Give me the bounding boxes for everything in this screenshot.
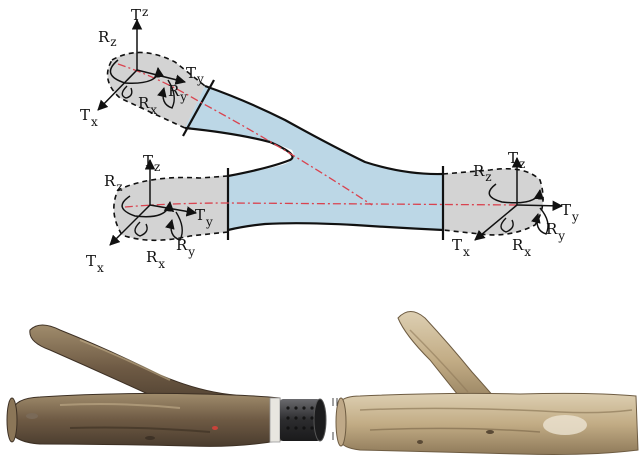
tz-label: Tz <box>131 5 148 24</box>
photo-weathered-branch <box>333 312 638 455</box>
photo-branch-with-connector <box>0 300 330 462</box>
branch-diagram: Tz Rz Ty Ry Rx Tx Tz Rz Ty Ry Rx Tx <box>80 5 579 275</box>
tz-label: Tz <box>143 152 160 174</box>
rz-label: Rz <box>104 172 123 194</box>
rx-label: Rx <box>512 236 531 259</box>
tx-label: Tx <box>80 106 98 129</box>
rz-label: Rz <box>98 28 117 49</box>
ry-label: Ry <box>546 220 565 243</box>
connector-collar <box>270 398 280 442</box>
branch-trunk <box>340 393 638 454</box>
tx-label: Tx <box>86 252 104 275</box>
ry-label: Ry <box>176 236 195 259</box>
tx-label: Tx <box>452 236 470 259</box>
ty-axis-arrow <box>517 205 562 206</box>
rx-label: Rx <box>146 248 165 271</box>
ty-label: Ty <box>561 201 579 224</box>
